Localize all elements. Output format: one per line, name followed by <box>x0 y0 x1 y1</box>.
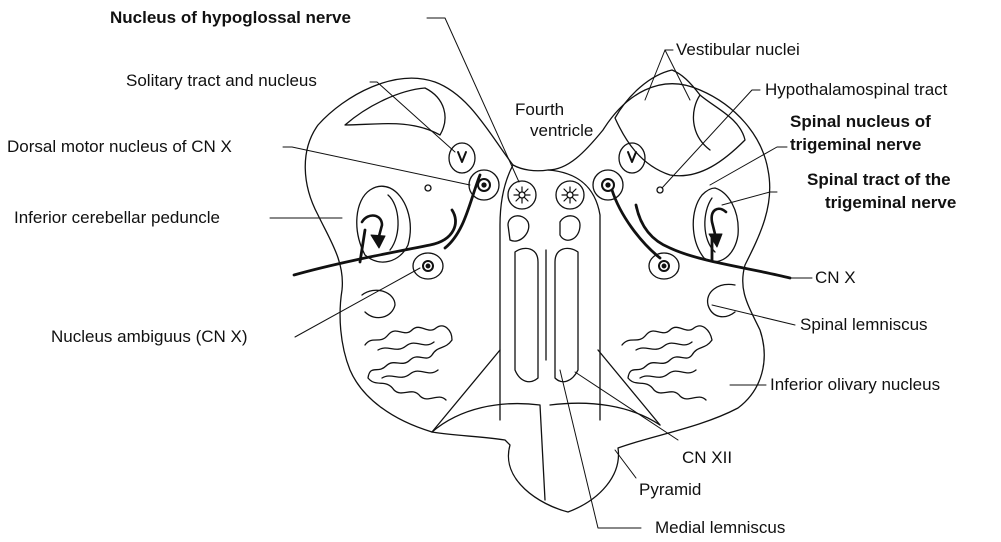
cn-x-fibre-right-2 <box>612 190 660 258</box>
vestibular-inner-right <box>693 95 710 150</box>
inferior-olive-right <box>622 326 712 400</box>
label-spinal-tract-line1: Spinal tract of the <box>807 170 951 190</box>
label-cn-xii: CN XII <box>682 448 732 468</box>
vestibular-area-left <box>345 88 445 135</box>
leader-spinal-nucleus <box>710 147 787 185</box>
cn-xii-rootlet-right <box>598 350 660 425</box>
leader-solitary <box>370 82 455 152</box>
ventricle-floor-right <box>548 170 600 420</box>
label-medial-lemniscus: Medial lemniscus <box>655 518 785 538</box>
cerebellar-peduncle-left-inner <box>388 195 398 250</box>
label-nucleus-ambiguus: Nucleus ambiguus (CN X) <box>51 327 248 347</box>
pyramid-left <box>432 404 545 500</box>
dorsal-motor-nucleus-left-dot <box>482 183 486 187</box>
solitary-tract-left <box>458 152 466 162</box>
label-fourth-ventricle-line1: Fourth <box>515 100 564 120</box>
leader-hypoglossal <box>427 18 519 182</box>
label-hypothalamospinal-tract: Hypothalamospinal tract <box>765 80 947 100</box>
medial-column-right-top <box>560 216 580 240</box>
hypothalamospinal-dot-left <box>425 185 431 191</box>
spinal-tract-right-outer <box>693 188 738 261</box>
arrowhead-left <box>371 235 385 248</box>
cn-xii-rootlet-left <box>432 350 500 432</box>
solitary-tract-right <box>628 152 636 162</box>
medial-lemniscus-right <box>555 248 578 381</box>
leader-dorsal-motor <box>283 147 470 185</box>
pyramid-right <box>550 403 660 425</box>
label-nucleus-hypoglossal: Nucleus of hypoglossal nerve <box>110 8 351 28</box>
label-cn-x: CN X <box>815 268 856 288</box>
leader-spinal-lemniscus <box>712 305 795 325</box>
label-spinal-nucleus-line2: trigeminal nerve <box>790 135 921 155</box>
label-spinal-nucleus-line1: Spinal nucleus of <box>790 112 931 132</box>
cn-x-fibre-left-2 <box>445 175 480 248</box>
solitary-nucleus-left <box>449 143 475 173</box>
nucleus-ambiguus-right-dot <box>662 264 666 268</box>
leader-pyramid <box>615 450 636 478</box>
hypoglossal-core-left <box>519 192 525 198</box>
label-spinal-tract-line2: trigeminal nerve <box>825 193 956 213</box>
spinal-lemniscus-left <box>362 290 395 317</box>
nucleus-ambiguus-left-dot <box>426 264 430 268</box>
label-inferior-cerebellar-peduncle: Inferior cerebellar peduncle <box>14 208 220 228</box>
inferior-olive-left-inner <box>378 342 438 378</box>
label-vestibular-nuclei: Vestibular nuclei <box>676 40 800 60</box>
inferior-olive-right-inner <box>636 342 696 378</box>
medial-lemniscus-left <box>515 248 538 381</box>
leader-vestibular-1 <box>645 50 665 100</box>
label-dorsal-motor-nucleus: Dorsal motor nucleus of CN X <box>7 137 232 157</box>
medial-column-left-top <box>508 216 529 241</box>
label-solitary-tract: Solitary tract and nucleus <box>126 71 317 91</box>
leader-ambiguus <box>295 268 420 337</box>
vestibular-area-right <box>615 70 745 176</box>
leader-cn-xii <box>575 372 678 440</box>
label-fourth-ventricle-line2: ventricle <box>530 121 593 141</box>
inferior-olive-left <box>365 326 452 400</box>
label-pyramid: Pyramid <box>639 480 701 500</box>
dorsal-motor-nucleus-right-dot <box>606 183 610 187</box>
spinal-lemniscus-right <box>708 284 735 316</box>
hypoglossal-core-right <box>567 192 573 198</box>
label-inferior-olivary-nucleus: Inferior olivary nucleus <box>770 375 940 395</box>
label-spinal-lemniscus: Spinal lemniscus <box>800 315 928 335</box>
cn-x-fibre-left <box>294 210 456 275</box>
